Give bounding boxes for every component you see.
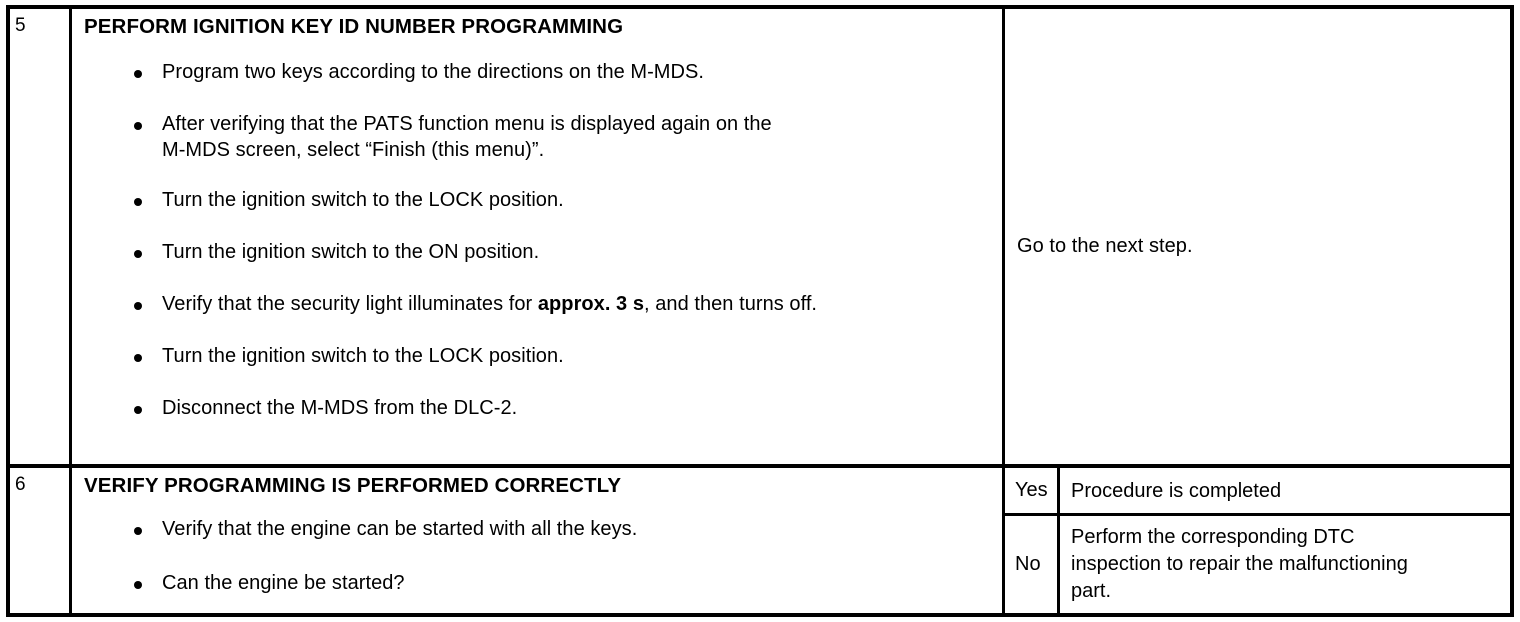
bullet-text: Can the engine be started? — [162, 572, 405, 594]
list-item: Turn the ignition switch to the ON posit… — [72, 239, 1002, 265]
bullet-list-6: Verify that the engine can be started wi… — [72, 516, 1002, 596]
bullet-text: Disconnect the M-MDS from the DLC-2. — [162, 397, 518, 419]
list-item: Disconnect the M-MDS from the DLC-2. — [72, 395, 1002, 421]
bullet-text-part-1: Verify that the security light illuminat… — [162, 293, 538, 315]
bullet-text-part-2: , and then turns off. — [644, 293, 818, 315]
list-item: Turn the ignition switch to the LOCK pos… — [72, 187, 1002, 213]
action-row-no: No Perform the corresponding DTC inspect… — [1005, 513, 1510, 613]
table-row-step-6: 6 VERIFY PROGRAMMING IS PERFORMED CORREC… — [10, 464, 1510, 613]
list-item: After verifying that the PATS function m… — [72, 111, 1002, 163]
bullet-text-continued: M-MDS screen, select “Finish (this menu)… — [162, 139, 545, 161]
bullet-text: Verify that the engine can be started wi… — [162, 518, 638, 540]
action-result-yes-line: Procedure is completed — [1071, 479, 1282, 502]
list-item: Verify that the security light illuminat… — [72, 291, 1002, 317]
bullet-text: Program two keys according to the direct… — [162, 61, 705, 83]
action-result-no-line-2: inspection to repair the malfunctioning — [1071, 553, 1408, 575]
bullet-list-5: Program two keys according to the direct… — [72, 59, 1002, 421]
step-number-5: 5 — [15, 15, 26, 36]
step-title-5: PERFORM IGNITION KEY ID NUMBER PROGRAMMI… — [84, 15, 624, 38]
bullet-text: After verifying that the PATS function m… — [162, 113, 772, 135]
step-inspection-cell-6: VERIFY PROGRAMMING IS PERFORMED CORRECTL… — [72, 468, 1005, 613]
step-title-6: VERIFY PROGRAMMING IS PERFORMED CORRECTL… — [84, 474, 622, 497]
action-text-5: Go to the next step. — [1017, 235, 1193, 257]
list-item: Verify that the engine can be started wi… — [72, 516, 1002, 542]
step-number-6: 6 — [15, 474, 26, 495]
yes-no-action-group: Yes Procedure is completed No Perform th… — [1005, 468, 1510, 613]
action-result-no-line-3: part. — [1071, 580, 1112, 602]
action-result-yes: Procedure is completed — [1060, 468, 1510, 513]
action-result-no-line-1: Perform the corresponding DTC — [1071, 526, 1355, 548]
bullet-text-emphasis: approx. 3 s — [537, 293, 645, 315]
step-inspection-cell-5: PERFORM IGNITION KEY ID NUMBER PROGRAMMI… — [72, 9, 1005, 464]
action-label-yes: Yes — [1005, 468, 1060, 513]
bullet-text: Turn the ignition switch to the LOCK pos… — [162, 345, 564, 367]
action-row-yes: Yes Procedure is completed — [1005, 468, 1510, 513]
step-action-cell-5: Go to the next step. — [1005, 9, 1510, 464]
step-number-cell-5: 5 — [10, 9, 72, 464]
list-item: Can the engine be started? — [72, 570, 1002, 596]
bullet-text: Turn the ignition switch to the ON posit… — [162, 241, 540, 263]
action-result-no: Perform the corresponding DTC inspection… — [1060, 516, 1510, 613]
action-label-no: No — [1005, 516, 1060, 613]
list-item: Turn the ignition switch to the LOCK pos… — [72, 343, 1002, 369]
bullet-text: Verify that the security light illuminat… — [162, 291, 1002, 317]
step-number-cell-6: 6 — [10, 468, 72, 613]
step-action-cell-6: Yes Procedure is completed No Perform th… — [1005, 468, 1510, 613]
table-row-step-5: 5 PERFORM IGNITION KEY ID NUMBER PROGRAM… — [10, 9, 1510, 464]
bullet-text: Turn the ignition switch to the LOCK pos… — [162, 189, 564, 211]
diagnostic-table: 5 PERFORM IGNITION KEY ID NUMBER PROGRAM… — [6, 5, 1514, 617]
list-item: Program two keys according to the direct… — [72, 59, 1002, 85]
